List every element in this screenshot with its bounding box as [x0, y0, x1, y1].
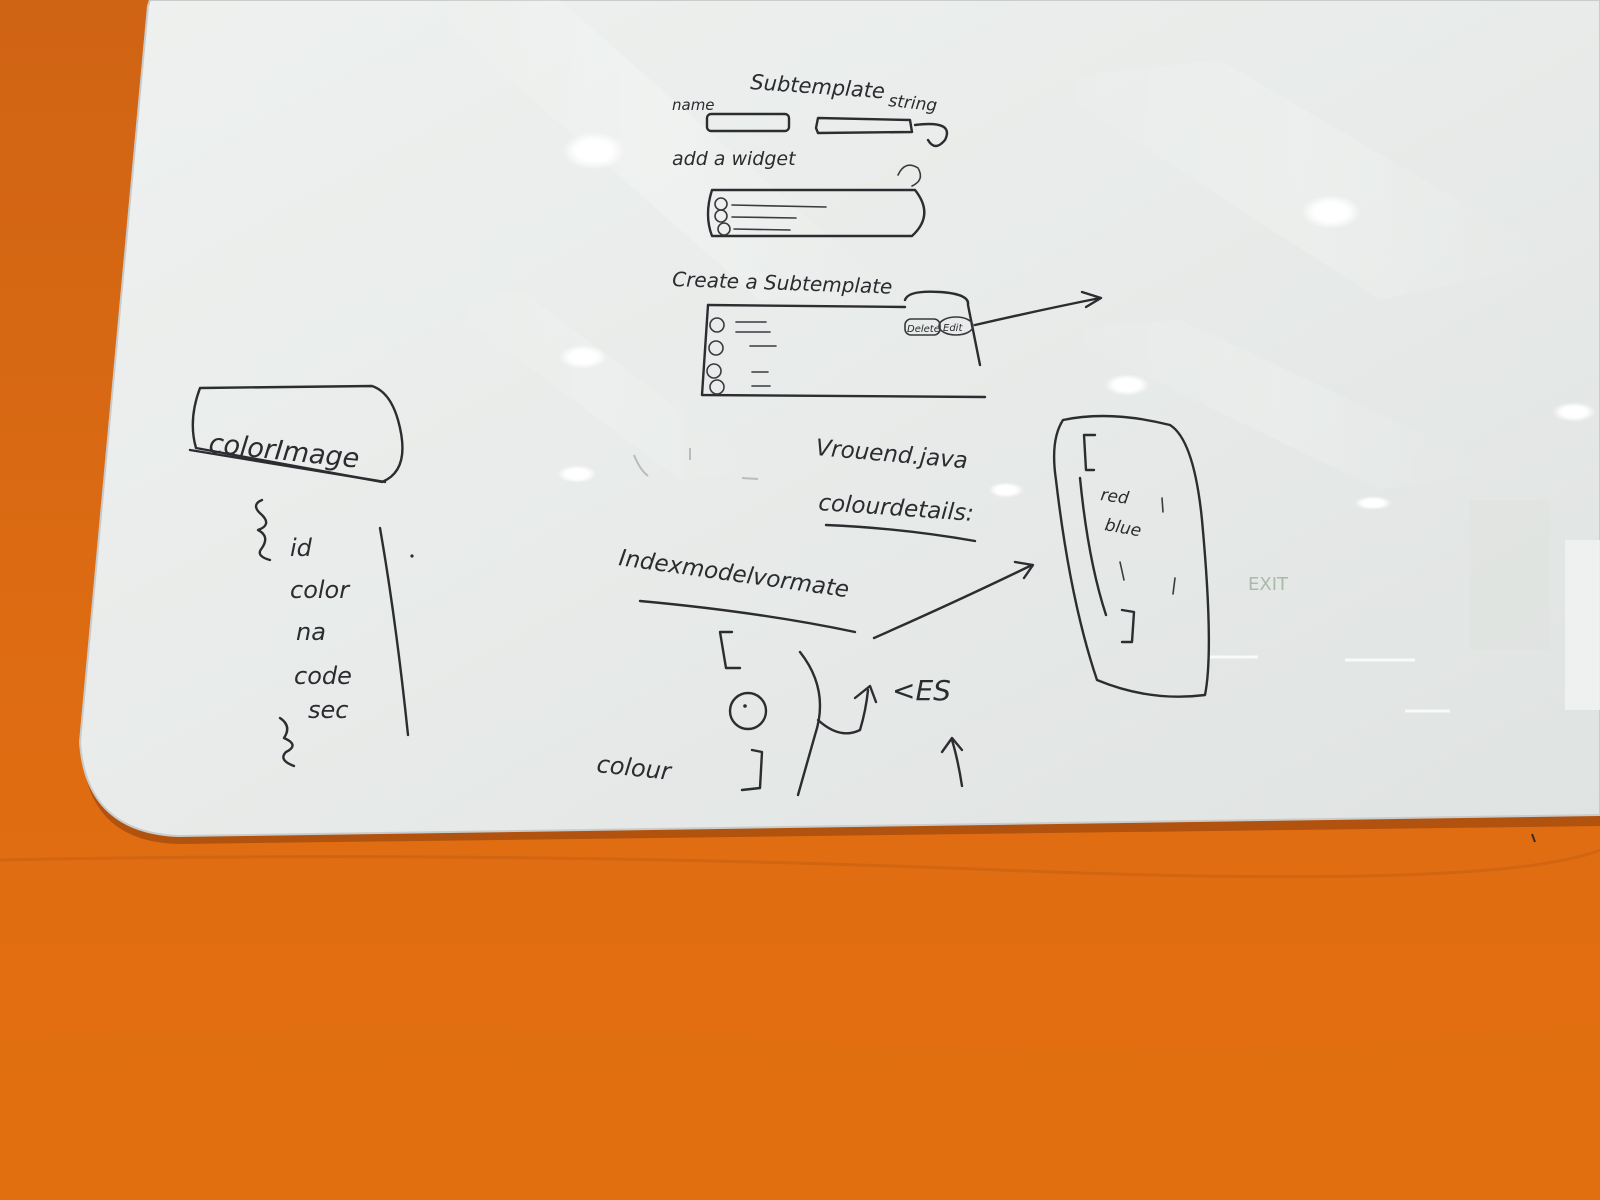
close-bracket — [740, 748, 764, 792]
open-brace — [254, 498, 272, 562]
field-na: na — [296, 618, 326, 646]
light-reflection — [562, 132, 626, 170]
light-reflection — [1354, 496, 1392, 510]
light-reflection — [1104, 374, 1150, 396]
light-reflection — [1552, 402, 1596, 422]
field-id: id — [290, 534, 313, 562]
arrow — [872, 563, 1034, 640]
field-code: code — [294, 662, 352, 690]
light-reflection — [557, 465, 597, 483]
light-reflection — [988, 482, 1024, 498]
field-color: color — [290, 576, 351, 604]
widget-box-sketch — [706, 188, 926, 238]
light-reflection — [1301, 195, 1361, 229]
ecs-label: <ES — [892, 674, 951, 707]
name-input-sketch — [705, 112, 791, 133]
string-input-sketch — [814, 116, 914, 135]
edit-button-sketch: Edit — [943, 323, 963, 334]
light-reflection — [559, 345, 607, 369]
close-bracket — [1120, 608, 1136, 644]
open-bracket — [1082, 433, 1097, 472]
colour-array-box: red blue — [1052, 414, 1211, 698]
svg-text:EXIT: EXIT — [1248, 574, 1289, 595]
open-bracket — [718, 630, 742, 670]
curly-bracket — [796, 650, 822, 797]
red-item: red — [1099, 485, 1130, 509]
arrow — [973, 296, 1102, 327]
whiteboard — [78, 0, 1600, 838]
add-widget-label: add a widget — [672, 148, 797, 170]
name-label: name — [672, 96, 715, 114]
delete-button-sketch: Delete — [907, 324, 940, 335]
colour-array-box-outline — [1052, 414, 1211, 698]
subtemplate-box-sketch — [700, 303, 987, 399]
color-image-box-outline — [191, 384, 404, 484]
field-sec: sec — [308, 696, 348, 724]
exit-sign-reflection: EXIT — [1248, 574, 1289, 595]
close-brace — [278, 716, 296, 768]
